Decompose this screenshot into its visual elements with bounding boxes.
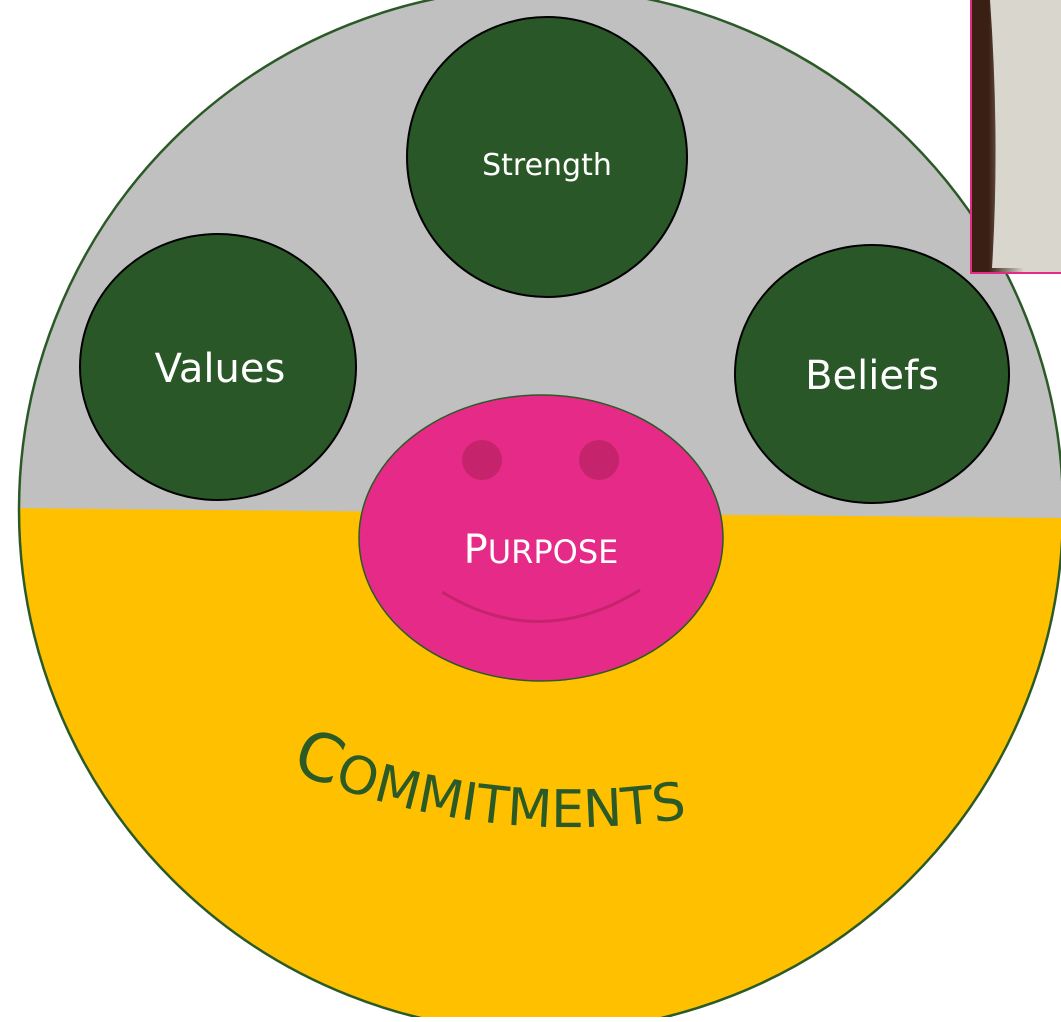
node-strength-label: Strength: [482, 148, 612, 183]
node-values: Values: [79, 233, 357, 501]
purpose-circle: [358, 394, 724, 682]
node-beliefs-circle: [734, 244, 1010, 504]
photo-shirt: [990, 0, 1061, 268]
right-eye-icon: [579, 440, 619, 480]
node-values-circle: [79, 233, 357, 501]
outer-circle-lower: [19, 508, 1061, 1017]
purpose-smiley: PURPOSE: [358, 394, 724, 682]
left-eye-icon: [462, 440, 502, 480]
smile-icon: [441, 588, 641, 623]
node-beliefs-label: Beliefs: [805, 353, 939, 399]
outer-circle-border: [17, 0, 1061, 1022]
purpose-label: PURPOSE: [464, 527, 619, 573]
photo: [970, 0, 1061, 274]
node-values-label: Values: [155, 346, 286, 392]
node-strength: Strength: [406, 16, 688, 298]
node-strength-circle: [406, 16, 688, 298]
node-beliefs: Beliefs: [734, 244, 1010, 504]
